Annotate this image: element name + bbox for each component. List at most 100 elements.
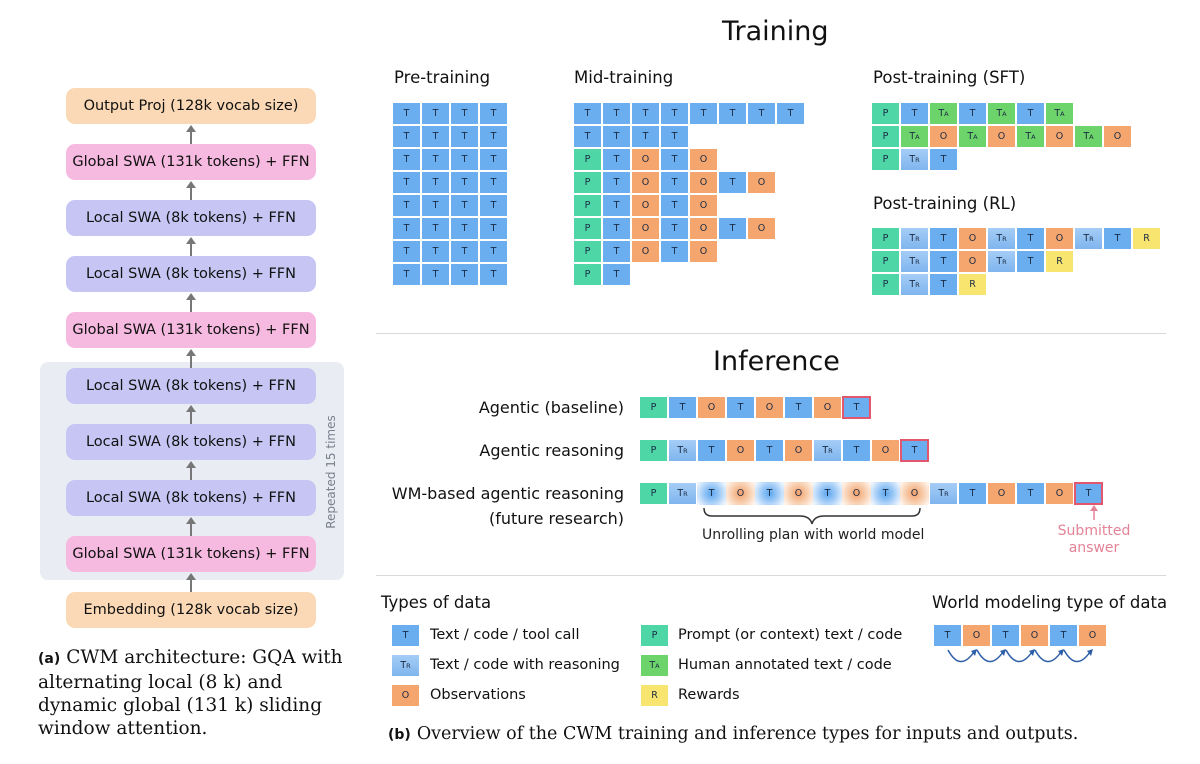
token-cell-t: T — [573, 125, 602, 148]
token-cell-p: P — [639, 396, 668, 419]
wm-token-o: O — [1020, 624, 1049, 647]
token-cell-p: P — [871, 125, 900, 148]
inference-label-wm-future: (future research) — [488, 509, 624, 528]
token-cell-t: T — [479, 102, 508, 125]
token-cell-t: T — [450, 263, 479, 286]
token-cell-og: O — [726, 482, 755, 505]
caption-b-text: Overview of the CWM training and inferen… — [416, 724, 1079, 744]
rl-label: Post-training (RL) — [873, 194, 1017, 213]
token-cell-t: T — [450, 148, 479, 171]
token-cell-t: T — [660, 240, 689, 263]
divider — [376, 575, 1166, 576]
token-cell-o: O — [631, 217, 660, 240]
arrow-icon — [186, 405, 196, 425]
arrow-icon — [186, 293, 196, 313]
token-cell-og: O — [900, 482, 929, 505]
caption-a: (a)CWM architecture: GQA with alternatin… — [38, 646, 348, 740]
local-swa-block-4: Local SWA (8k tokens) + FFN — [66, 424, 316, 460]
arrow-icon — [186, 237, 196, 257]
token-cell-t: T — [718, 102, 747, 125]
token-cell-tg: T — [755, 482, 784, 505]
token-cell-t: T — [755, 439, 784, 462]
token-cell-o: O — [871, 439, 900, 462]
legend-swatch-t: T — [391, 624, 420, 647]
token-cell-t: T — [726, 396, 755, 419]
legend-text-t: Text / code / tool call — [430, 627, 580, 643]
token-cell-o: O — [958, 227, 987, 250]
token-cell-t: T — [392, 217, 421, 240]
inference-label-wm: WM-based agentic reasoning — [391, 484, 624, 503]
wm-token-o: O — [1078, 624, 1107, 647]
repeat-label: Repeated 15 times — [324, 415, 338, 529]
token-cell-t: T — [602, 102, 631, 125]
token-cell-t: T — [660, 125, 689, 148]
arrow-icon — [186, 573, 196, 593]
token-cell-t: T — [602, 217, 631, 240]
token-cell-t: T — [602, 194, 631, 217]
token-cell-p: P — [871, 273, 900, 296]
token-cell-r: R — [958, 273, 987, 296]
token-cell-o: O — [1103, 125, 1132, 148]
inference-label-baseline: Agentic (baseline) — [478, 398, 624, 417]
token-cell-r: R — [1132, 227, 1161, 250]
token-cell-t: T — [573, 102, 602, 125]
token-cell-t: T — [450, 125, 479, 148]
token-cell-o: O — [1045, 125, 1074, 148]
caption-b-tag: (b) — [388, 727, 411, 743]
token-cell-t: T — [660, 217, 689, 240]
token-cell-t: T — [631, 125, 660, 148]
token-cell-o: O — [755, 396, 784, 419]
token-cell-t: T — [421, 148, 450, 171]
legend-text-o: Observations — [430, 687, 526, 703]
token-cell-t: T — [660, 148, 689, 171]
token-cell-t: T — [392, 194, 421, 217]
token-cell-t: T — [602, 148, 631, 171]
token-cell-tg: T — [697, 482, 726, 505]
token-cell-t: T — [450, 102, 479, 125]
token-cell-t: T — [421, 102, 450, 125]
global-swa-block-bottom: Global SWA (131k tokens) + FFN — [66, 536, 316, 572]
token-cell-og: O — [784, 482, 813, 505]
token-cell-o: O — [631, 240, 660, 263]
brace-label: Unrolling plan with world model — [702, 527, 925, 543]
token-cell-t: T — [392, 240, 421, 263]
token-cell-t: T — [450, 217, 479, 240]
token-cell-o: O — [697, 396, 726, 419]
token-cell-t: T — [900, 102, 929, 125]
local-swa-block-1: Local SWA (8k tokens) + FFN — [66, 200, 316, 236]
token-cell-t: T — [1074, 482, 1103, 505]
submitted-arrow-icon — [1090, 505, 1098, 520]
legend-title: Types of data — [381, 593, 492, 612]
token-cell-t: T — [1016, 250, 1045, 273]
legend-text-r: Rewards — [678, 687, 740, 703]
token-cell-t: T — [697, 439, 726, 462]
token-cell-t: T — [1103, 227, 1132, 250]
token-cell-t: T — [747, 102, 776, 125]
caption-b: (b) Overview of the CWM training and infe… — [388, 724, 1078, 744]
token-cell-t: T — [421, 194, 450, 217]
inference-title: Inference — [713, 346, 840, 377]
token-cell-t: T — [479, 125, 508, 148]
arrow-icon — [186, 517, 196, 537]
token-cell-o: O — [726, 439, 755, 462]
inference-label-reasoning: Agentic reasoning — [479, 441, 624, 460]
token-cell-o: O — [747, 171, 776, 194]
token-cell-t: T — [929, 148, 958, 171]
token-cell-t: T — [929, 273, 958, 296]
token-cell-o: O — [689, 240, 718, 263]
token-cell-o: O — [631, 148, 660, 171]
token-cell-o: O — [689, 217, 718, 240]
local-swa-block-5: Local SWA (8k tokens) + FFN — [66, 480, 316, 516]
token-cell-t: T — [929, 227, 958, 250]
token-cell-t: T — [421, 217, 450, 240]
token-cell-o: O — [689, 148, 718, 171]
token-cell-t: T — [842, 396, 871, 419]
token-cell-t: T — [660, 171, 689, 194]
